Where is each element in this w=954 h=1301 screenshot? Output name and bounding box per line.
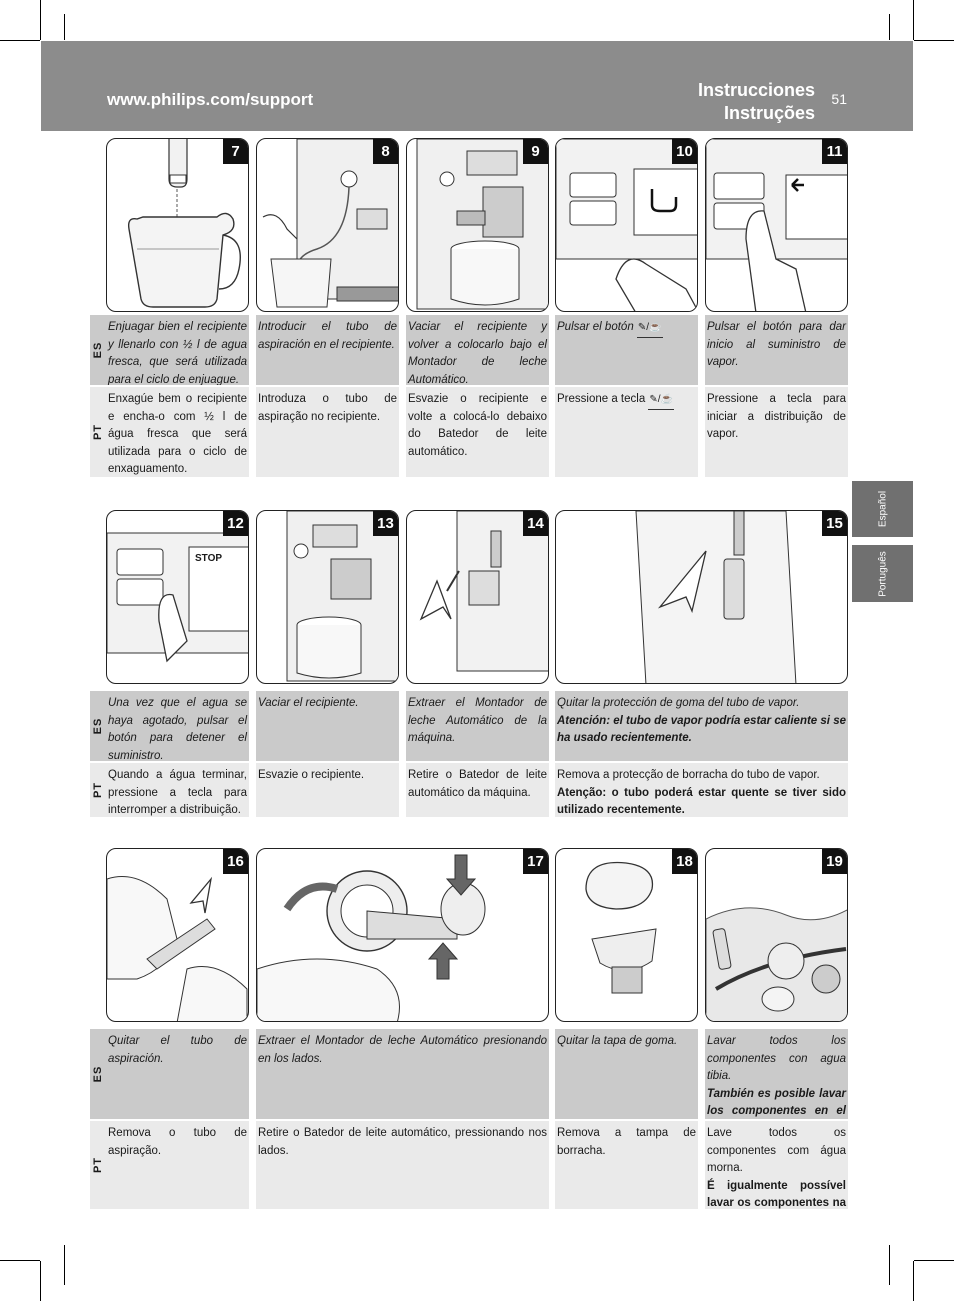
illustration-step-15: 15 <box>555 510 848 684</box>
jug-filling-illustration <box>127 139 241 308</box>
control-panel-press-steam-illustration <box>556 139 697 311</box>
machine-tube-illustration <box>262 139 398 308</box>
step-text-pt: Esvazie o recipiente. <box>256 763 399 817</box>
step-text-pt: Introduza o tubo de aspiração no recipie… <box>256 387 399 477</box>
dishwasher-note: También es posible lavar los componentes… <box>707 1087 846 1118</box>
step-text-pt: Lave todos os componentes com água morna… <box>705 1121 848 1209</box>
step-text-pt: Remova a protecção de borracha do tubo d… <box>555 763 848 817</box>
title-es: Instrucciones <box>697 80 815 100</box>
step-text-es: Quitar el tubo de aspiración. <box>106 1029 249 1119</box>
crop-mark <box>889 1245 890 1285</box>
crop-mark <box>64 1245 65 1285</box>
step-number: 8 <box>373 139 398 164</box>
step-text-es: Quitar la tapa de goma. <box>555 1029 698 1119</box>
crop-mark <box>913 0 914 40</box>
crop-mark <box>64 14 65 40</box>
lang-label-es: ES <box>90 1029 106 1119</box>
lang-label-es: ES <box>90 691 106 761</box>
step-number: 14 <box>523 511 548 536</box>
step-text-pt: Quando a água terminar, pressione a tecl… <box>106 763 249 817</box>
step-text-es: Pulsar el botón para dar inicio al sumin… <box>705 315 848 385</box>
step-text-es: Enjuagar bien el recipiente y llenarlo c… <box>106 315 249 385</box>
illustration-step-8: 8 <box>256 138 399 312</box>
step-text-es: Una vez que el agua se haya agotado, pul… <box>106 691 249 761</box>
support-url[interactable]: www.philips.com/support <box>107 90 314 109</box>
steam-cup-icon: ✎/☕ <box>648 391 675 410</box>
control-panel-stop-illustration <box>107 532 248 663</box>
crop-mark <box>913 1261 914 1301</box>
language-tab-es[interactable]: Español <box>852 481 913 537</box>
remove-rubber-cover-illustration <box>635 511 797 683</box>
step-text-es: Pulsar el botón ✎/☕ <box>555 315 698 385</box>
step-text-pt: Enxagúe bem o recipiente e encha-o com ½… <box>106 387 249 477</box>
lang-label-pt: PT <box>90 763 106 817</box>
warning-text: Atención: el tubo de vapor podría estar … <box>557 714 846 745</box>
step-text-es: Vaciar el recipiente. <box>256 691 399 761</box>
page-number: 51 <box>831 91 847 107</box>
step-text-es: Extraer el Montador de leche Automático … <box>406 691 549 761</box>
illustration-step-11: 11 <box>705 138 848 312</box>
step-text-es: Vaciar el recipiente y volver a colocarl… <box>406 315 549 385</box>
step-text-pt: Remova a tampa de borracha. <box>555 1121 698 1209</box>
empty-container-illustration <box>286 511 398 682</box>
illustration-step-14: 14 <box>406 510 549 684</box>
illustration-step-13: 13 <box>256 510 399 684</box>
step-text-pt: Pressione a tecla ✎/☕ <box>555 387 698 477</box>
illustration-step-10: 10 <box>555 138 698 312</box>
remove-rubber-cap-illustration <box>585 861 657 994</box>
warning-text: Atenção: o tubo poderá estar quente se t… <box>557 786 846 817</box>
step-number: 11 <box>822 139 847 164</box>
crop-mark <box>0 40 40 41</box>
step-number: 12 <box>223 511 248 536</box>
illustration-step-18: 18 <box>555 848 698 1022</box>
illustration-step-12: STOP 12 <box>106 510 249 684</box>
step-text-pt: Pressione a tecla para iniciar a distrib… <box>705 387 848 477</box>
illustration-step-19: 19 <box>705 848 848 1022</box>
step-number: 16 <box>223 849 248 874</box>
crop-mark <box>889 14 890 40</box>
illustration-step-16: 16 <box>106 848 249 1022</box>
step-number: 19 <box>822 849 847 874</box>
remove-suction-tube-illustration <box>107 876 248 1021</box>
steam-cup-icon: ✎/☕ <box>636 319 663 338</box>
screen-stop-text: STOP <box>195 553 223 564</box>
step-number: 18 <box>672 849 697 874</box>
step-number: 15 <box>822 511 847 536</box>
page-title: Instrucciones Instruções <box>698 79 815 125</box>
lang-label-es: ES <box>90 315 106 385</box>
step-text-pt: Esvazie o recipiente e volte a colocá-lo… <box>406 387 549 477</box>
step-text-es: Lavar todos los componentes con agua tib… <box>705 1029 848 1119</box>
step-number: 17 <box>523 849 548 874</box>
extract-frother-illustration <box>257 854 486 1021</box>
crop-mark <box>914 1260 954 1261</box>
crop-mark <box>40 1261 41 1301</box>
crop-mark <box>0 1260 40 1261</box>
illustration-step-9: 9 <box>406 138 549 312</box>
remove-frother-illustration <box>419 511 548 672</box>
container-under-frother-illustration <box>416 139 548 310</box>
step-text-es: Quitar la protección de goma del tubo de… <box>555 691 848 761</box>
step-text-es: Introducir el tubo de aspiración en el r… <box>256 315 399 385</box>
control-panel-press-memo-illustration <box>706 139 847 311</box>
title-pt: Instruções <box>723 103 815 123</box>
step-number: 7 <box>223 139 248 164</box>
crop-mark <box>914 40 954 41</box>
step-text-pt: Remova o tubo de aspiração. <box>106 1121 249 1209</box>
step-number: 13 <box>373 511 398 536</box>
step-text-es: Extraer el Montador de leche Automático … <box>256 1029 549 1119</box>
lang-label-pt: PT <box>90 387 106 477</box>
step-number: 9 <box>523 139 548 164</box>
step-number: 10 <box>672 139 697 164</box>
step-text-pt: Retire o Batedor de leite automático da … <box>406 763 549 817</box>
crop-mark <box>40 0 41 40</box>
wash-components-illustration <box>706 907 847 1021</box>
illustration-step-7: 7 <box>106 138 249 312</box>
step-text-pt: Retire o Batedor de leite automático, pr… <box>256 1121 549 1209</box>
dishwasher-note: É igualmente possível lavar os component… <box>707 1179 846 1210</box>
language-tab-pt[interactable]: Português <box>852 545 913 602</box>
illustration-step-17: 17 <box>256 848 549 1022</box>
page-header: www.philips.com/support Instrucciones In… <box>41 41 913 131</box>
lang-label-pt: PT <box>90 1121 106 1209</box>
